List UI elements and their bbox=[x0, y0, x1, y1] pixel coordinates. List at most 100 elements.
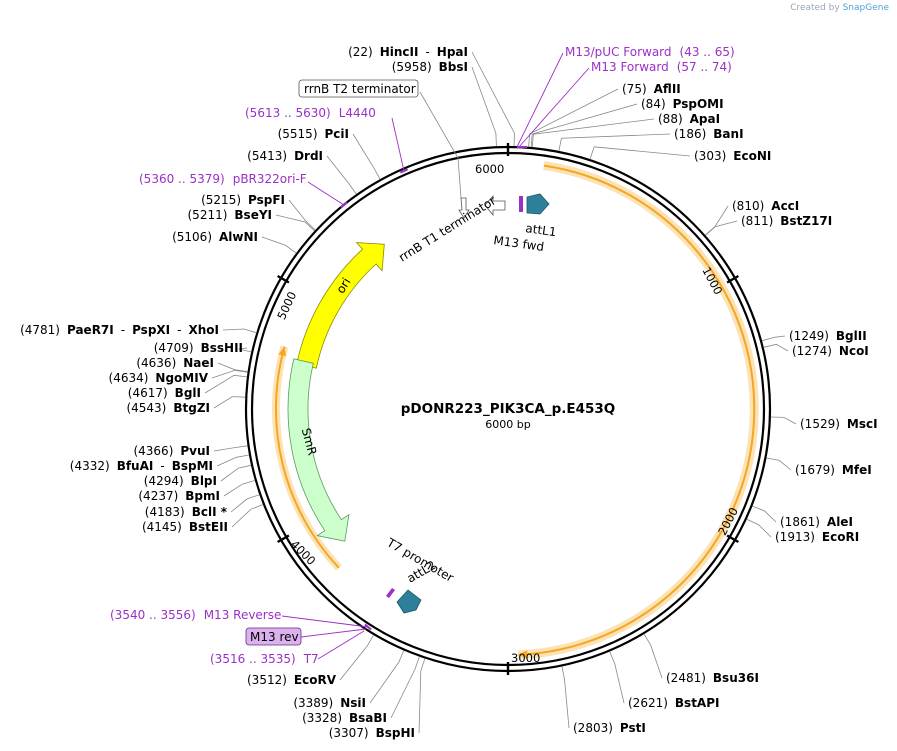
enzyme-site[interactable]: (5515)PciI bbox=[278, 127, 349, 141]
rrnb-t2-arrow[interactable] bbox=[458, 197, 470, 219]
enzyme-site[interactable]: (1913)EcoRI bbox=[775, 530, 859, 544]
enzyme-site[interactable]: (4237)BpmI bbox=[138, 489, 220, 503]
enzyme-site[interactable]: (5211)BseYI bbox=[188, 208, 273, 222]
enzyme-site[interactable]: (5413) DrdI bbox=[247, 149, 323, 163]
enzyme-position: (3307) bbox=[329, 726, 369, 740]
enzyme-name: BclI * bbox=[192, 505, 228, 519]
plasmid-name: pDONR223_PIK3CA_p.E453Q bbox=[401, 401, 616, 417]
enzyme-site[interactable]: (3389)NsiI bbox=[293, 696, 366, 710]
enzyme-leader-line bbox=[326, 155, 357, 195]
enzyme-position: (4634) bbox=[109, 371, 149, 385]
enzyme-site[interactable]: (3307)BspHI bbox=[329, 726, 415, 740]
primer-leader-lines bbox=[281, 52, 590, 660]
snapgene-credit: Created by SnapGene bbox=[790, 3, 889, 13]
enzyme-site[interactable]: (4634)NgoMIV bbox=[109, 371, 209, 385]
enzyme-leader-line bbox=[761, 335, 786, 342]
smr-label: SmR bbox=[299, 427, 320, 457]
enzyme-site[interactable]: (5958)BbsI bbox=[392, 60, 468, 74]
primer-m13-rev[interactable]: M13 rev bbox=[250, 630, 299, 644]
smr-feature[interactable] bbox=[287, 358, 350, 542]
enzyme-site[interactable]: (810)AccI bbox=[732, 199, 799, 213]
enzyme-site[interactable]: (4636)NaeI bbox=[136, 356, 214, 370]
enzyme-leader-line bbox=[766, 457, 792, 471]
enzyme-site[interactable]: (1679)MfeI bbox=[795, 463, 872, 477]
enzyme-site[interactable]: (2803)PstI bbox=[573, 721, 646, 735]
enzyme-site[interactable]: (4332)BfuAI-BspMI bbox=[70, 459, 213, 473]
enzyme-name: DrdI bbox=[294, 149, 323, 163]
smr-orf-arc[interactable] bbox=[274, 346, 340, 569]
enzyme-position: (186) bbox=[674, 127, 706, 141]
enzyme-leader-line bbox=[223, 480, 256, 497]
enzyme-name: BanI bbox=[713, 127, 743, 141]
enzyme-site[interactable]: (5215)PspFI bbox=[201, 193, 285, 207]
enzyme-position: (4543) bbox=[126, 401, 166, 415]
m13-reverse-primer[interactable] bbox=[364, 623, 372, 631]
enzyme-leader-line bbox=[352, 133, 381, 180]
enzyme-site[interactable]: (2621)BstAPI bbox=[628, 696, 719, 710]
l4440-primer[interactable] bbox=[399, 168, 409, 174]
tick-label-6000: 6000 bbox=[475, 162, 504, 176]
primer-l4440[interactable]: (5613 .. 5630)L4440 bbox=[245, 106, 376, 120]
primer-pbr322ori-f[interactable]: (5360 .. 5379)pBR322ori-F bbox=[139, 172, 307, 186]
enzyme-site[interactable]: (4617)BglI bbox=[128, 386, 201, 400]
rrnb-t1-arrow[interactable] bbox=[484, 194, 506, 217]
m13-puc-forward-primer[interactable] bbox=[517, 146, 527, 148]
enzyme-site[interactable]: (186) BanI bbox=[674, 127, 744, 141]
enzyme-site[interactable]: (4294)BlpI bbox=[144, 474, 217, 488]
credit-prefix: Created by bbox=[790, 3, 840, 13]
primer-t7[interactable]: (3516 .. 3535)T7 bbox=[210, 652, 319, 666]
primer-leader-line bbox=[281, 615, 369, 628]
enzyme-site[interactable]: (75)AflII bbox=[622, 82, 681, 96]
enzyme-name: AccI bbox=[771, 199, 799, 213]
ori-feature[interactable] bbox=[296, 242, 385, 369]
attl2-feature[interactable] bbox=[396, 589, 422, 614]
enzyme-site[interactable]: (1861)AleI bbox=[780, 515, 853, 529]
enzyme-site[interactable]: (4781)PaeR7I-PspXI-XhoI bbox=[20, 323, 219, 337]
enzyme-site[interactable]: (4145)BstEII bbox=[142, 520, 228, 534]
t7-promoter-feature[interactable] bbox=[386, 588, 395, 598]
primer-m13-reverse[interactable]: (3540 .. 3556)M13 Reverse bbox=[110, 608, 281, 622]
enzyme-leader-line bbox=[231, 504, 264, 528]
enzyme-site[interactable]: (303)EcoNI bbox=[694, 149, 771, 163]
enzyme-site[interactable]: (84)PspOMI bbox=[641, 97, 724, 111]
m13-fwd-feature[interactable] bbox=[519, 196, 523, 212]
enzyme-site[interactable]: (3512)EcoRV bbox=[247, 673, 337, 687]
primer-range: (43 .. 65) bbox=[680, 45, 735, 59]
enzyme-site[interactable]: (1274)NcoI bbox=[792, 344, 869, 358]
enzyme-leader-line bbox=[213, 445, 248, 452]
tick-mark bbox=[277, 274, 290, 284]
enzyme-name: BfuAI bbox=[117, 459, 154, 473]
enzyme-position: (4781) bbox=[20, 323, 60, 337]
enzyme-site[interactable]: (811)BstZ17I bbox=[741, 214, 832, 228]
enzyme-site[interactable]: (4543)BtgZI bbox=[126, 401, 210, 415]
enzyme-position: (5413) bbox=[247, 149, 287, 163]
enzyme-leader-line bbox=[220, 464, 252, 482]
enzyme-site[interactable]: (1529)MscI bbox=[800, 417, 878, 431]
enzyme-labels: (22)HincII-HpaI(5958)BbsI (75)AflII(84)Ps… bbox=[20, 45, 878, 740]
enzyme-site[interactable]: (3328)BsaBI bbox=[302, 711, 387, 725]
attl1-feature[interactable] bbox=[526, 193, 550, 215]
pbr322ori-f-primer[interactable] bbox=[340, 201, 348, 209]
enzyme-site[interactable]: (88)ApaI bbox=[658, 112, 720, 126]
enzyme-position: (4617) bbox=[128, 386, 168, 400]
enzyme-site[interactable]: (22)HincII-HpaI bbox=[348, 45, 468, 59]
orf-arc[interactable] bbox=[518, 164, 756, 656]
primer-m13-forward[interactable]: M13 Forward(57 .. 74) bbox=[591, 60, 732, 74]
enzyme-leader-line bbox=[204, 374, 248, 394]
primer-leader-line bbox=[317, 630, 365, 660]
enzyme-site[interactable]: (1249)BglII bbox=[789, 329, 867, 343]
enzyme-site[interactable]: (4366)PvuI bbox=[133, 444, 210, 458]
primer-leader-line bbox=[518, 67, 590, 148]
enzyme-site[interactable]: (2481)Bsu36I bbox=[666, 671, 759, 685]
enzyme-site[interactable]: (4709)BssHII bbox=[154, 341, 243, 355]
enzyme-leader-line bbox=[471, 66, 497, 147]
enzyme-site[interactable]: (5106)AlwNI bbox=[172, 230, 258, 244]
enzyme-position: (2621) bbox=[628, 696, 668, 710]
enzyme-name: PaeR7I bbox=[67, 323, 114, 337]
primer-m13-puc-forward[interactable]: M13/pUC Forward(43 .. 65) bbox=[565, 45, 735, 59]
enzyme-site[interactable]: (4183)BclI * bbox=[145, 505, 228, 519]
enzyme-name: AleI bbox=[827, 515, 853, 529]
enzyme-name: EcoRV bbox=[294, 673, 337, 687]
enzyme-position: (4145) bbox=[142, 520, 182, 534]
